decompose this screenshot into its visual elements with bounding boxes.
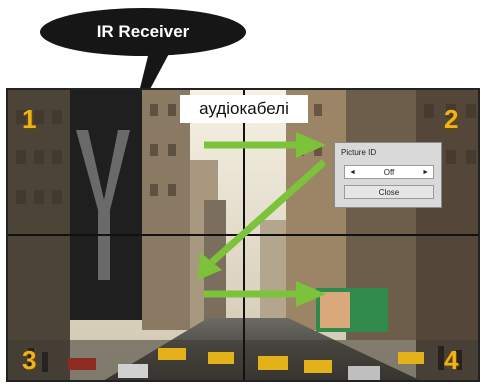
ir-receiver-label: IR Receiver	[96, 22, 190, 41]
right-arrow-icon[interactable]: ►	[422, 168, 429, 176]
panel-number-4: 4	[444, 345, 459, 375]
arrow-head-right-top	[296, 132, 326, 158]
arrow-head-diagonal	[198, 252, 222, 280]
arrow-head-right-bottom	[296, 281, 326, 307]
picture-id-title: Picture ID	[341, 148, 377, 157]
picture-id-value: Off	[383, 167, 395, 177]
panel-number-2: 2	[444, 104, 459, 134]
arrow-panel2-to-panel3	[209, 159, 327, 265]
panel-number-3: 3	[22, 345, 37, 375]
audio-cable-label: аудіокабелі	[180, 95, 308, 123]
close-button[interactable]: Close	[344, 185, 434, 199]
panel-number-1: 1	[22, 104, 37, 134]
picture-id-selector[interactable]: ◄ Off ►	[344, 165, 434, 179]
ir-receiver-callout	[40, 8, 246, 56]
left-arrow-icon[interactable]: ◄	[349, 168, 356, 176]
picture-id-dialog: Picture ID ◄ Off ► Close	[334, 142, 442, 208]
